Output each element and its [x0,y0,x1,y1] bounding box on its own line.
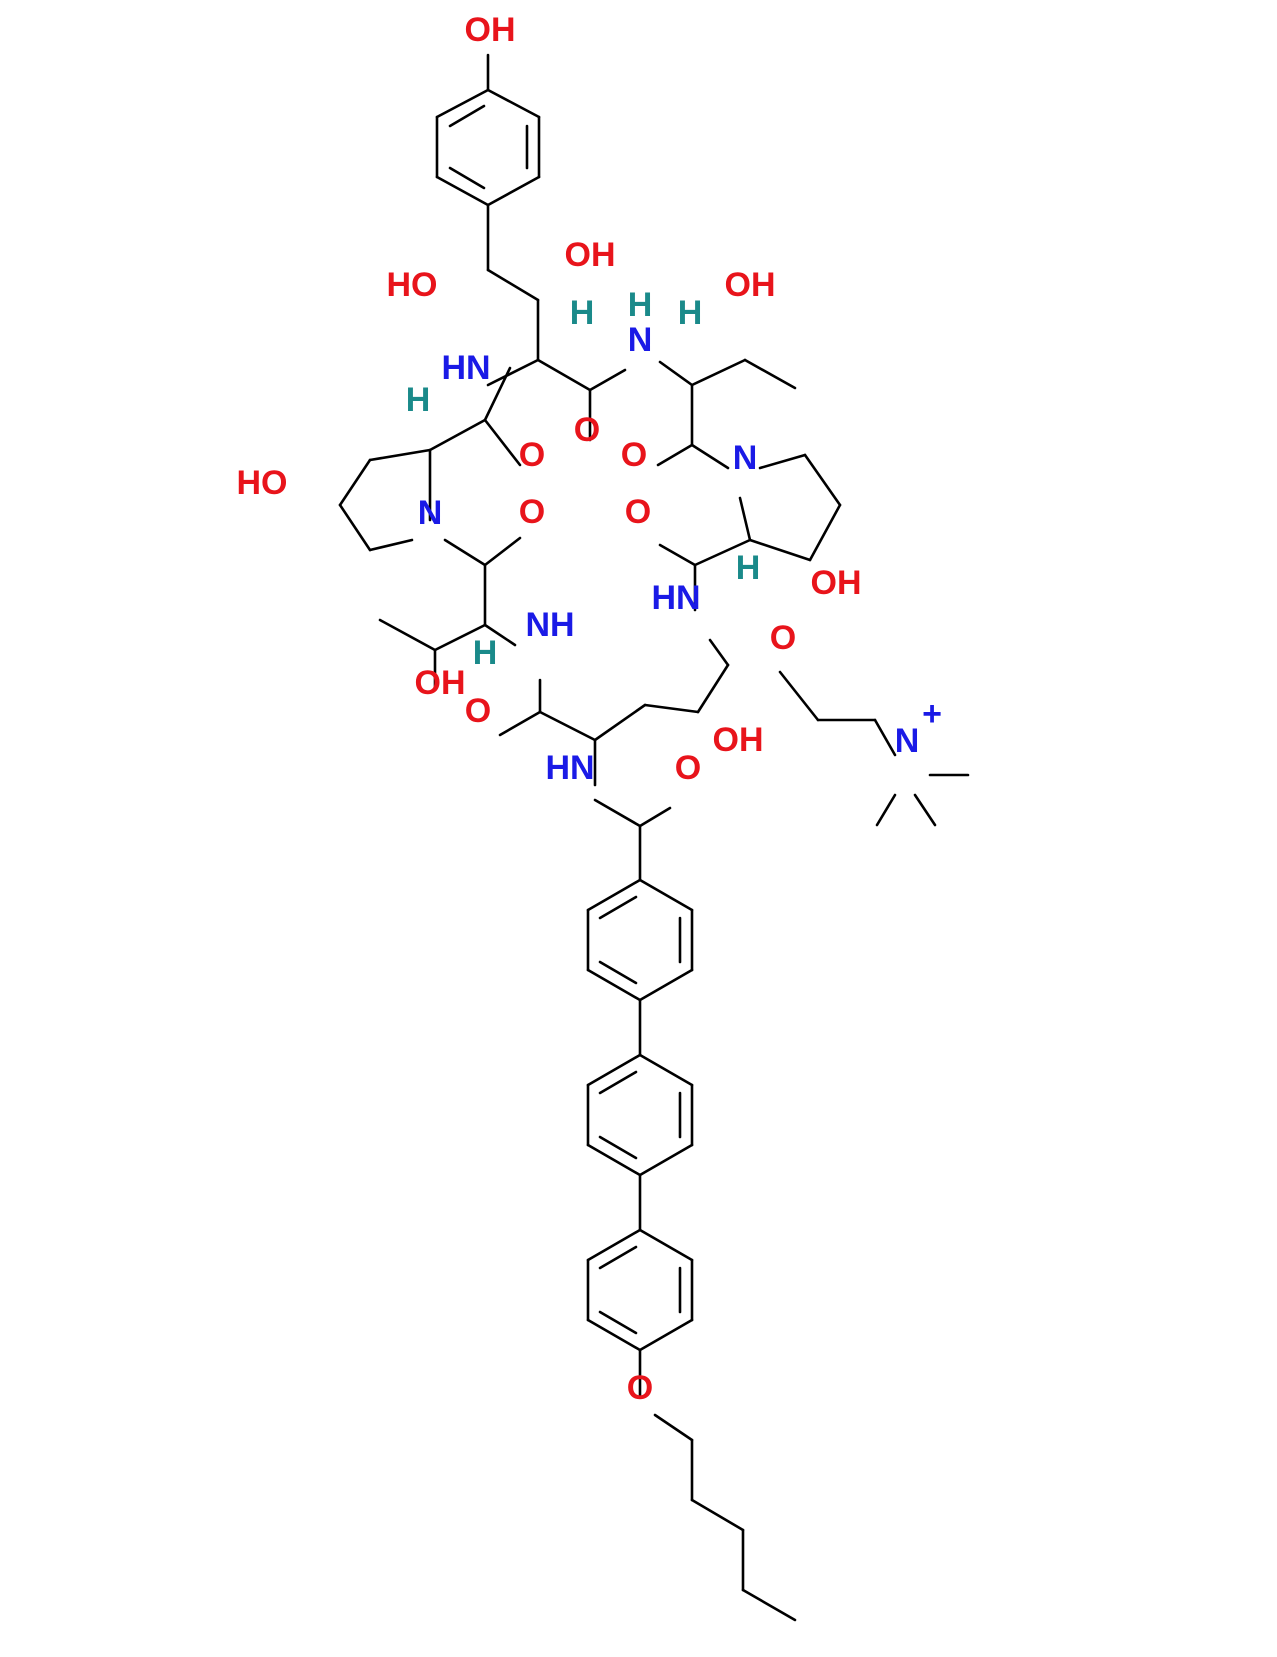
atom-label-nh-left: NH [525,606,574,644]
atom-label-ho-hyp: HO [237,464,288,502]
atom-label-o-ether: O [770,619,796,657]
atom-label-oh-thr-top: OH [725,266,776,304]
atom-label-n-pro1: N [418,494,443,532]
atom-label-h-amide-top: H [628,286,653,324]
atom-label-oh-phenol: OH [465,11,516,49]
atom-label-o-c2: O [519,436,545,474]
atom-label-o-c5: O [625,493,651,531]
atom-label-oh-orn: OH [713,721,764,759]
atom-label-h-alpha2: H [678,294,703,332]
atom-label-o-pentyl: O [627,1369,653,1407]
atom-label-hn-left-top: HN [441,349,490,387]
atom-label-o-c1: O [574,411,600,449]
atom-label-o-c7: O [675,749,701,787]
atom-label-ho-benzylic: HO [387,266,438,304]
atom-label-h-thr2: H [473,634,498,672]
atom-label-n-plus: N [895,722,920,760]
atom-label-o-c4: O [519,493,545,531]
atom-label-oh-beta: OH [565,236,616,274]
atom-label-n-pro2: N [733,439,758,477]
atom-label-hn-bottom: HN [545,749,594,787]
atom-label-o-c3: O [621,436,647,474]
atom-label-h-pro1: H [406,381,431,419]
atom-label-plus-sign: + [922,695,942,733]
atom-label-o-c6: O [465,692,491,730]
atom-label-h-alpha1: H [570,294,595,332]
atom-label-hn-right: HN [651,579,700,617]
atom-label-n-amide-top: N [628,321,653,359]
bond-lines [338,53,970,1622]
atom-label-h-pro2: H [736,549,761,587]
atom-label-oh-pro2: OH [811,564,862,602]
atom-label-oh-thr2: OH [415,664,466,702]
